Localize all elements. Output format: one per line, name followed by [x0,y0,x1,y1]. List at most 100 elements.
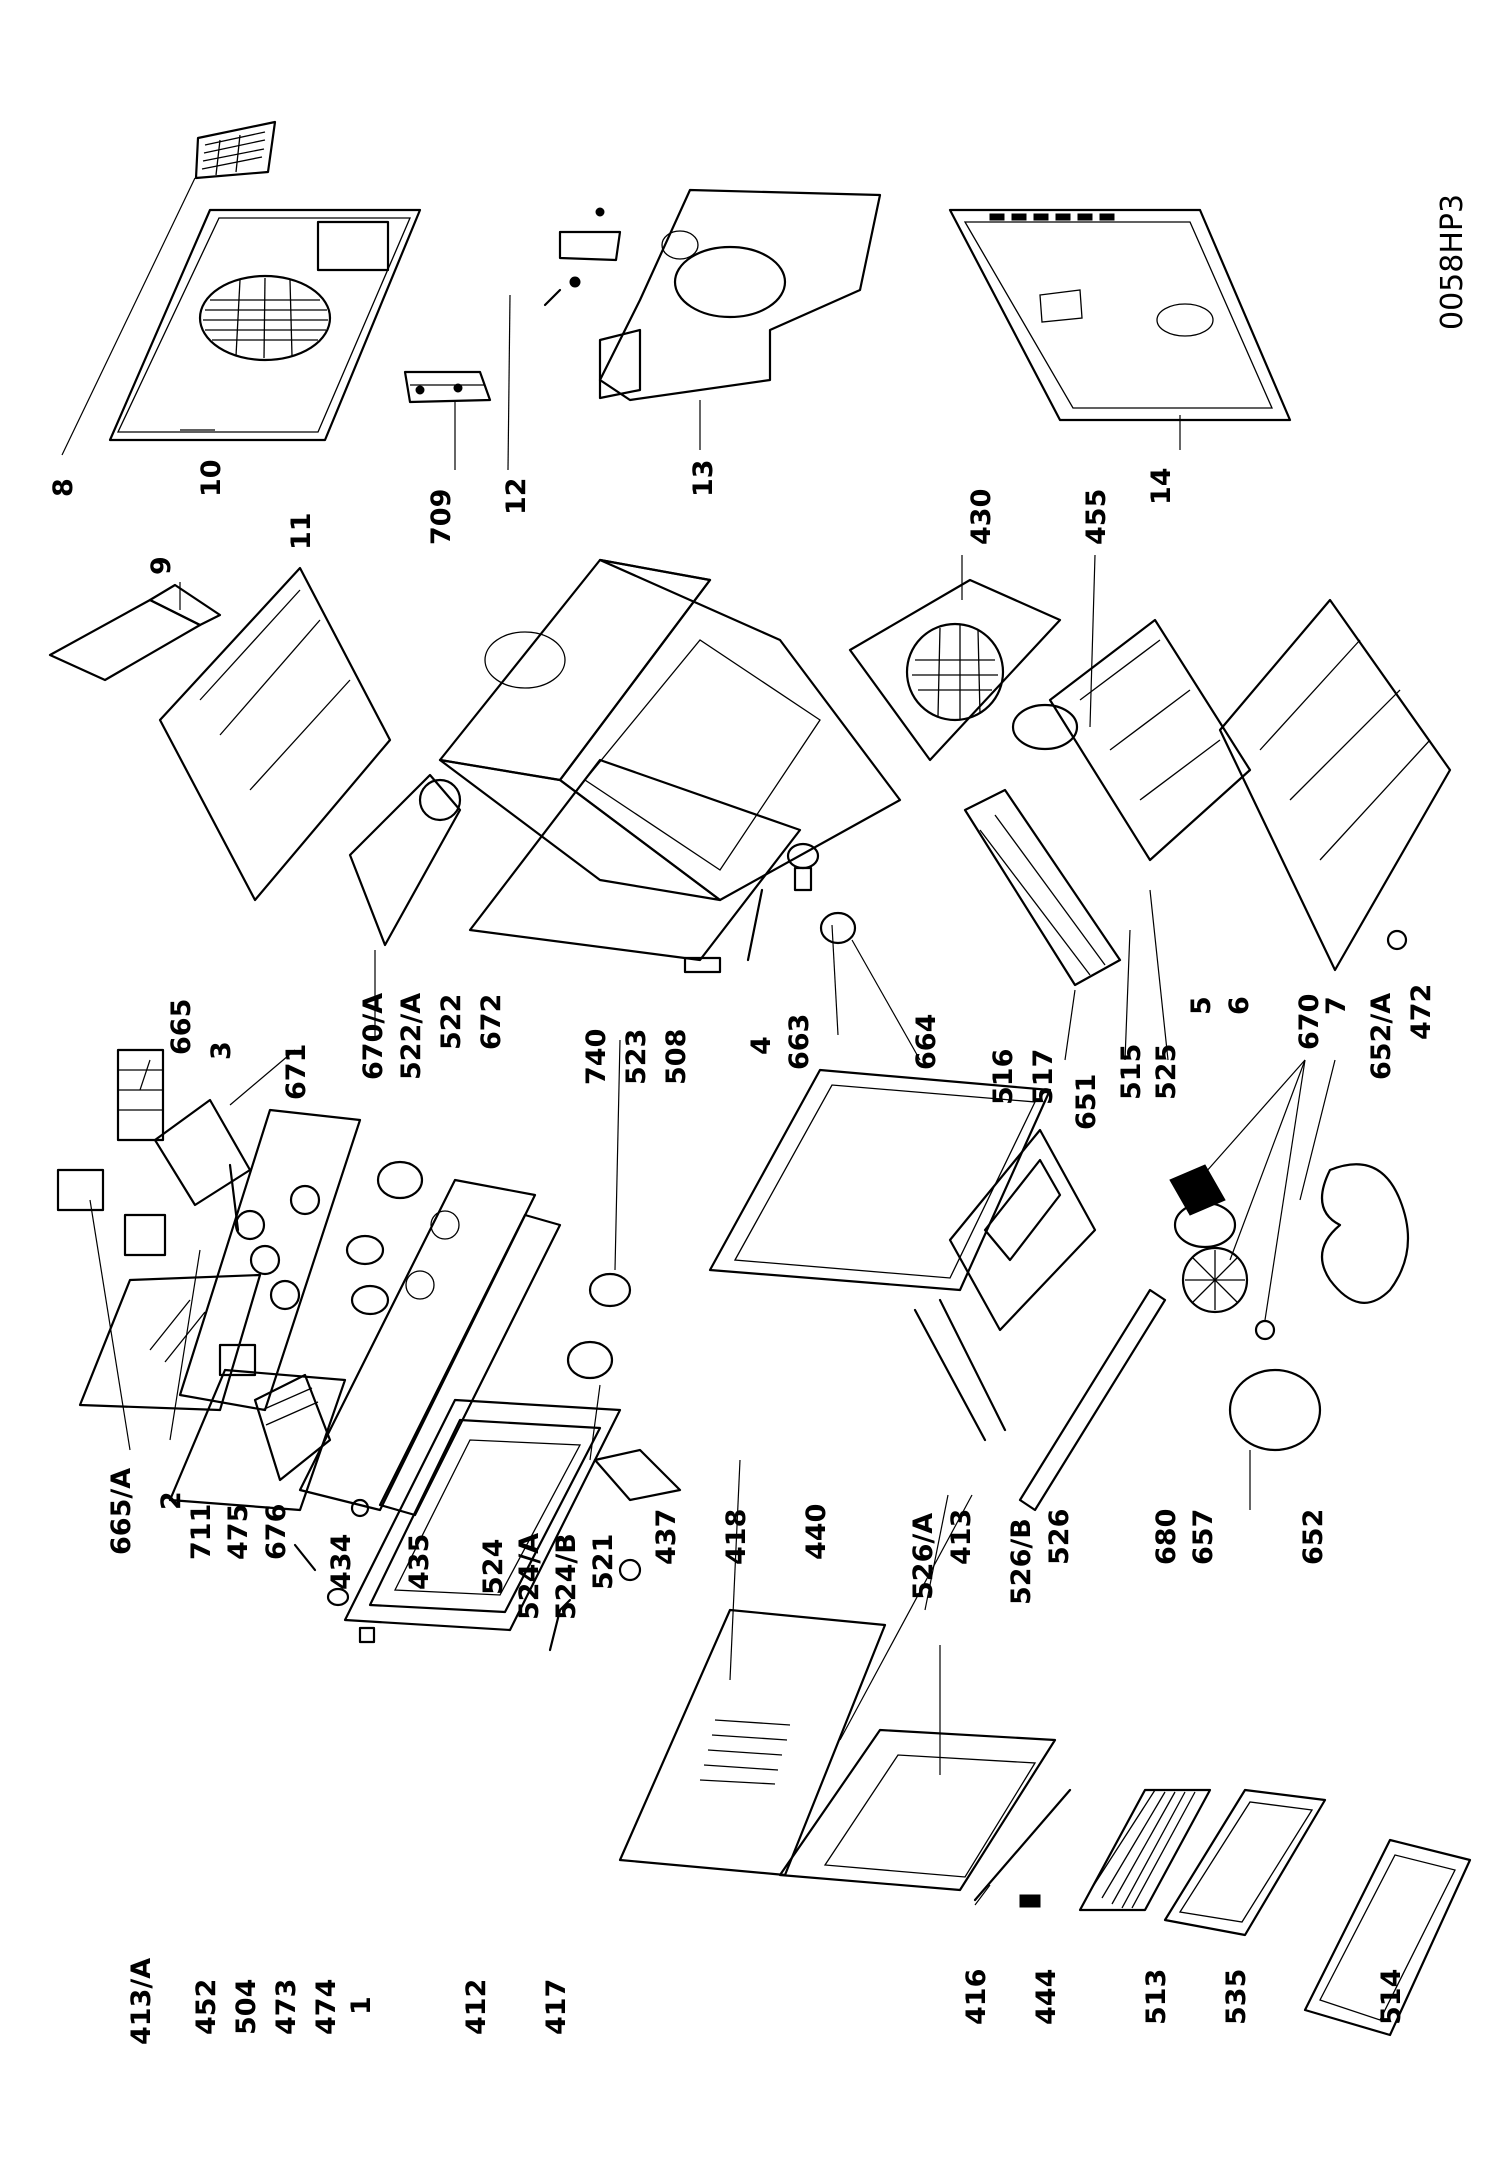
label-651: 651 [1071,1074,1102,1130]
part-508-switch [683,956,722,974]
part-416-trim [973,1788,1072,1902]
part-652A-grill-element [1320,1163,1410,1304]
label-5: 5 [1186,996,1217,1015]
part-709-bracket [403,370,492,404]
label-14: 14 [1146,467,1177,505]
part-417-hinge [548,1598,572,1652]
part-452-gasket [168,1368,347,1512]
label-652A: 652/A [1366,993,1397,1080]
label-680: 680 [1151,1509,1182,1565]
part-9-top-rail [48,583,222,682]
label-515: 515 [1116,1044,1147,1100]
part-526A-rod [913,1308,987,1442]
part-665A-connector [56,1168,105,1212]
label-13: 13 [688,459,719,497]
label-711: 711 [186,1504,217,1560]
part-523-knob [588,1272,632,1308]
label-504: 504 [231,1979,262,2035]
label-413: 413 [946,1509,977,1565]
part-444-clip [1019,1894,1041,1908]
label-740: 740 [581,1029,612,1085]
label-412: 412 [461,1979,492,2035]
label-416: 416 [961,1969,992,2025]
part-535-tray [1163,1788,1327,1937]
label-665A: 665/A [106,1468,137,1555]
label-514: 514 [1376,1969,1407,2025]
part-521-knob [566,1340,614,1380]
label-11: 11 [286,512,317,550]
label-524B: 524/B [551,1533,582,1620]
part-513-wire-shelf [1078,1788,1212,1912]
part-504-screw [350,1498,370,1518]
part-11-top-cover [158,566,392,902]
label-473: 473 [271,1979,302,2035]
part-652-ring-element [1228,1368,1322,1452]
part-8-vent-grille [194,120,277,180]
part-522-knob [376,1160,424,1200]
part-670-nut [1254,1319,1276,1341]
label-663: 663 [784,1014,815,1070]
part-665-terminal-block [116,1048,165,1142]
part-670A-motor [348,773,462,947]
label-709: 709 [426,489,457,545]
part-522A-knob [345,1234,385,1266]
label-455: 455 [1081,489,1112,545]
label-522: 522 [436,994,467,1050]
label-665: 665 [166,999,197,1055]
label-12: 12 [501,477,532,515]
label-521: 521 [588,1534,619,1590]
part-664-lamp-cover [819,911,857,945]
part-6-side-runner [1048,618,1252,862]
label-435: 435 [404,1534,435,1590]
part-514-roasting-pan [1303,1838,1472,2037]
label-430: 430 [966,489,997,545]
label-418: 418 [721,1509,752,1565]
label-444: 444 [1031,1969,1062,2025]
label-440: 440 [801,1504,832,1560]
part-711-control-panel [178,1108,362,1412]
drawing-code: 0058HP3 [1435,194,1470,330]
label-670A: 670/A [358,993,389,1080]
part-14-frame-panel [948,208,1292,422]
part-672-knob [350,1284,390,1316]
part-472-bush [1386,929,1408,951]
part-412-inner-door [343,1398,622,1632]
part-657-fan-blade [1181,1246,1249,1314]
label-526B: 526/B [1006,1518,1037,1605]
oven-cavity [438,558,902,962]
label-517: 517 [1028,1049,1059,1105]
leader-lines [61,177,1336,1906]
part-418-bush [618,1558,642,1582]
label-3: 3 [206,1041,237,1060]
part-1-clip [358,1626,376,1644]
label-8: 8 [48,478,79,497]
part-13-rear-housing [598,188,882,402]
part-440-door-seal [708,1068,1052,1292]
part-437-handle-bracket [593,1448,682,1502]
part-663-lamp-holder [786,842,820,892]
part-3-channel [153,1098,252,1207]
part-526B-rod [938,1298,1007,1432]
label-7: 7 [1321,996,1352,1015]
label-417: 417 [541,1979,572,2035]
label-9: 9 [146,556,177,575]
label-6: 6 [1224,996,1255,1015]
label-671: 671 [281,1044,312,1100]
label-657: 657 [1188,1509,1219,1565]
label-437: 437 [651,1509,682,1565]
part-474-clip [326,1587,350,1607]
label-670: 670 [1294,994,1325,1050]
label-452: 452 [191,1979,222,2035]
label-652: 652 [1298,1509,1329,1565]
label-664: 664 [911,1014,942,1070]
label-434: 434 [326,1534,357,1590]
label-508: 508 [661,1029,692,1085]
part-2-block [123,1213,167,1257]
label-522A: 522/A [396,993,427,1080]
part-526-rail [1018,1288,1167,1512]
label-10: 10 [196,459,227,497]
label-413A: 413/A [126,1958,157,2045]
label-524: 524 [478,1539,509,1595]
part-676-timer [253,1373,332,1482]
